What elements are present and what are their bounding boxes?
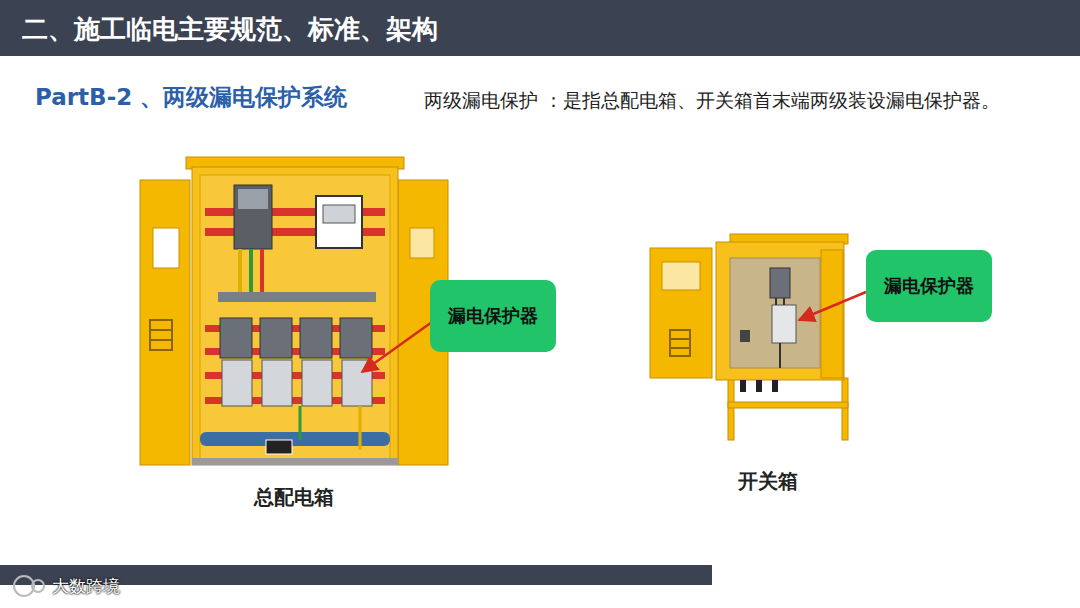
footer-logo (14, 576, 44, 596)
distribution-cabinet-part (150, 320, 172, 350)
distribution-cabinet-part (316, 196, 362, 248)
distribution-cabinet-part-part (302, 360, 332, 406)
distribution-cabinet-part (299, 406, 302, 440)
leader-arrow (799, 292, 866, 320)
switch-box-part (670, 330, 690, 356)
switch-box-part (728, 378, 734, 440)
switch-box-part (772, 305, 796, 343)
distribution-cabinet-part (140, 180, 190, 465)
switch-box-part (730, 258, 820, 368)
switch-box-part (670, 338, 690, 340)
switch-box-part (728, 402, 848, 408)
distribution-cabinet-part-part (260, 318, 292, 358)
distribution-cabinet-part (249, 249, 253, 292)
distribution-cabinet-part (192, 167, 398, 465)
switch-box-part (775, 298, 777, 305)
callout-text: 漏电保护器 (448, 304, 538, 328)
distribution-cabinet-part-part (220, 318, 252, 358)
distribution-cabinet-part (218, 292, 376, 302)
box-caption: 开关箱 (738, 468, 798, 495)
definition-text: 两级漏电保护 ：是指总配电箱、开关箱首末端两级装设漏电保护器。 (424, 88, 1000, 114)
callout-box: 漏电保护器 (866, 250, 992, 322)
switch-box-part (842, 378, 848, 440)
switch-box-part (770, 268, 790, 298)
distribution-cabinet-part (220, 318, 372, 406)
cabinet-caption: 总配电箱 (254, 484, 334, 511)
distribution-cabinet-part (260, 249, 264, 292)
distribution-cabinet-part (150, 329, 172, 331)
switch-box-part (670, 347, 690, 349)
footer-logo-part (32, 580, 44, 592)
distribution-cabinet-part (359, 406, 362, 450)
distribution-cabinet (140, 157, 448, 465)
distribution-cabinet-part (200, 175, 390, 460)
distribution-cabinet-part-part (340, 318, 372, 358)
switch-box-part (740, 330, 750, 342)
distribution-cabinet-part-part (222, 360, 252, 406)
distribution-cabinet-part (323, 205, 355, 223)
switch-box-part (662, 262, 700, 290)
header-bar (0, 0, 1080, 56)
switch-box-part (779, 343, 781, 368)
distribution-cabinet-part (150, 339, 172, 341)
switch-box-part (772, 380, 778, 392)
switch-box-part (650, 248, 712, 378)
callout-box: 漏电保护器 (430, 280, 556, 352)
distribution-cabinet-part (266, 440, 292, 454)
distribution-cabinet-part (238, 249, 242, 292)
watermark: 大数跨境 (52, 575, 120, 598)
section-heading: PartB-2 、两级漏电保护系统 (35, 82, 347, 113)
distribution-cabinet-part (238, 189, 268, 209)
slide-title: 二、施工临电主要规范、标准、架构 (22, 12, 438, 47)
distribution-cabinet-part-part (300, 318, 332, 358)
switch-box-part (783, 298, 785, 305)
distribution-cabinet-part (192, 458, 398, 465)
distribution-cabinet-part (153, 228, 179, 268)
distribution-cabinet-part (410, 228, 434, 258)
distribution-cabinet-part (234, 185, 272, 249)
callout-text: 漏电保护器 (884, 274, 974, 298)
leader-arrow (362, 322, 432, 372)
header-bar-part (0, 0, 1080, 56)
switch-box-part (740, 380, 746, 392)
switch-box (650, 234, 848, 440)
switch-box-part (716, 242, 844, 380)
switch-box-part (821, 250, 843, 378)
distribution-cabinet-part-part (262, 360, 292, 406)
switch-box-part (756, 380, 762, 392)
